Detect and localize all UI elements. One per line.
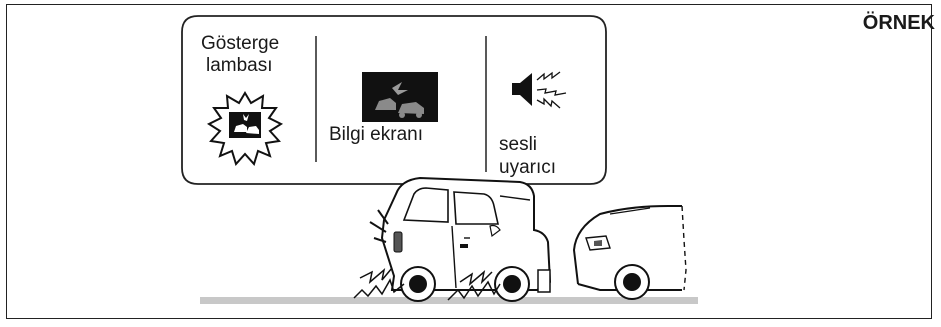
info-display-label: Bilgi ekranı: [329, 124, 423, 146]
audible-alert-label-line1: sesli: [499, 134, 537, 156]
example-tag: ÖRNEK: [863, 12, 935, 35]
indicator-lamp-label-line2: lambası: [206, 55, 273, 77]
braking-minivan: [354, 178, 550, 301]
collision-display-icon: [362, 72, 438, 122]
indicator-lamp-label-line1: Gösterge: [201, 33, 279, 55]
leading-car: [574, 206, 686, 299]
audible-alert-label-line2: uyarıcı: [499, 157, 556, 179]
